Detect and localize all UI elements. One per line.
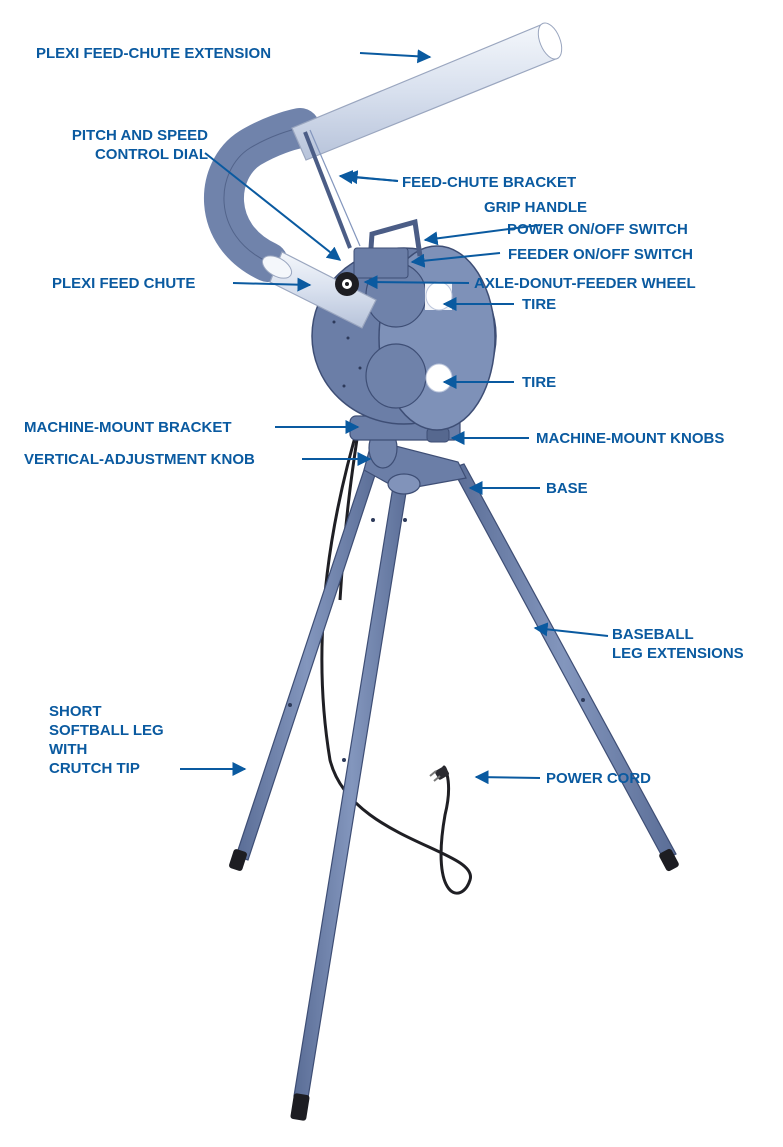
label-feeder-switch: FEEDER ON/OFF SWITCH	[508, 245, 693, 264]
label-softball-line2: SOFTBALL LEG	[49, 721, 189, 740]
crutch-tip	[228, 848, 247, 871]
label-pitch-dial: PITCH AND SPEED CONTROL DIAL	[58, 126, 208, 164]
plexi-extension	[292, 20, 566, 160]
label-grip-handle: GRIP HANDLE	[484, 198, 587, 217]
label-plexi-extension: PLEXI FEED-CHUTE EXTENSION	[36, 44, 271, 63]
label-softball-line1: SHORT	[49, 702, 189, 721]
label-base: BASE	[546, 479, 588, 498]
tripod-legs	[228, 458, 680, 1121]
label-softball-leg: SHORT SOFTBALL LEG WITH CRUTCH TIP	[49, 702, 189, 778]
label-baseball-line1: BASEBALL	[612, 625, 782, 644]
label-vertical-knob: VERTICAL-ADJUSTMENT KNOB	[24, 450, 255, 469]
axle-donut-wheel	[335, 272, 359, 296]
label-softball-line4: CRUTCH TIP	[49, 759, 189, 778]
label-pitch-dial-line1: PITCH AND SPEED	[58, 126, 208, 145]
label-mount-knobs: MACHINE-MOUNT KNOBS	[536, 429, 724, 448]
label-power-switch: POWER ON/OFF SWITCH	[507, 220, 688, 239]
label-pitch-dial-line2: CONTROL DIAL	[58, 145, 208, 164]
label-axle-wheel: AXLE-DONUT-FEEDER WHEEL	[474, 274, 696, 293]
label-baseball-legs: BASEBALL LEG EXTENSIONS	[612, 625, 782, 663]
label-baseball-line2: LEG EXTENSIONS	[612, 644, 782, 663]
feed-tube-curve	[224, 128, 300, 262]
label-power-cord: POWER CORD	[546, 769, 651, 788]
label-plexi-chute: PLEXI FEED CHUTE	[52, 274, 195, 293]
label-mount-bracket: MACHINE-MOUNT BRACKET	[24, 418, 231, 437]
label-feed-chute-bracket: FEED-CHUTE BRACKET	[402, 173, 576, 192]
label-tire-lower: TIRE	[522, 373, 556, 392]
label-tire-upper: TIRE	[522, 295, 556, 314]
label-softball-line3: WITH	[49, 740, 189, 759]
